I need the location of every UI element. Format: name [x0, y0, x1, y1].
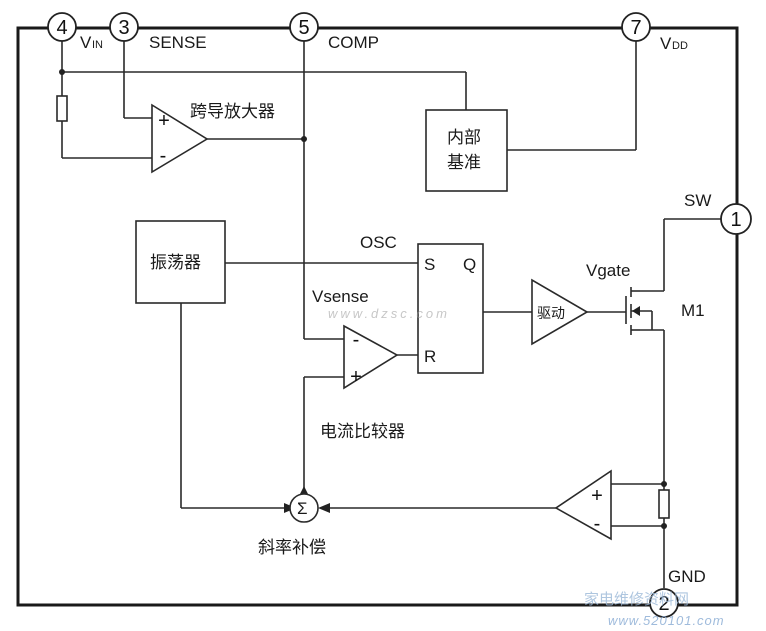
vgate-label: Vgate	[586, 261, 630, 280]
slope-compensation-label: 斜率补偿	[258, 538, 326, 558]
comparator-minus: -	[353, 329, 360, 351]
gm-amp-label: 跨导放大器	[190, 102, 275, 122]
sense-amp-minus: -	[594, 513, 601, 535]
svg-text:2: 2	[658, 593, 669, 615]
wires	[61, 41, 721, 588]
sense-label: SENSE	[149, 33, 207, 52]
watermark-center: www.dzsc.com	[328, 306, 450, 321]
comp-label: COMP	[328, 33, 379, 52]
reference-label-line1: 内部	[447, 128, 481, 148]
driver-label: 驱动	[537, 306, 565, 322]
transconductance-amp	[151, 103, 209, 174]
summer-symbol: Σ	[297, 499, 308, 518]
pin-gnd: 2	[649, 588, 679, 618]
pin-vin: 4	[47, 12, 77, 42]
watermark-site-url: www.520101.com	[608, 613, 725, 628]
oscillator-label: 振荡器	[150, 253, 201, 273]
junction-comp	[301, 136, 307, 142]
gm-amp-plus: +	[158, 110, 170, 132]
svg-text:1: 1	[730, 209, 741, 231]
svg-text:7: 7	[630, 17, 641, 39]
oscillator-box	[135, 220, 226, 304]
pin-sense: 3	[109, 12, 139, 42]
gm-amp-minus: -	[160, 145, 167, 167]
comparator-plus: +	[350, 366, 362, 388]
summer-arrow-right	[318, 503, 330, 513]
comparator-label: 电流比较器	[320, 422, 405, 442]
junction-source-top	[661, 481, 667, 487]
pin-sw: 1	[720, 203, 752, 235]
osc-signal-label: OSC	[360, 233, 397, 252]
junction-vin	[59, 69, 65, 75]
pin-vdd: 7	[621, 12, 651, 42]
sense-resistor	[658, 489, 670, 519]
flipflop-s: S	[424, 255, 435, 274]
sw-label: SW	[684, 191, 711, 210]
chip-outline	[16, 26, 739, 607]
vdd-label-sub: DD	[672, 40, 688, 52]
vsense-label: Vsense	[312, 287, 369, 306]
current-sense-amp	[554, 469, 612, 541]
current-comparator	[343, 324, 399, 390]
sr-flipflop	[417, 243, 484, 374]
vin-label: V	[80, 33, 92, 52]
svg-text:4: 4	[56, 17, 67, 39]
summing-node	[289, 493, 319, 523]
internal-reference-box	[425, 109, 508, 192]
flipflop-q: Q	[463, 255, 476, 274]
reference-label-line2: 基准	[447, 153, 481, 173]
pin-comp: 5	[289, 12, 319, 42]
m1-label: M1	[681, 301, 705, 320]
gnd-label: GND	[668, 567, 706, 586]
svg-text:5: 5	[298, 17, 309, 39]
vin-label-sub: IN	[92, 39, 103, 51]
svg-text:3: 3	[118, 17, 129, 39]
input-resistor	[56, 95, 68, 122]
mosfet-m1	[625, 287, 653, 335]
junction-source-bottom	[661, 523, 667, 529]
watermark-site-cn: 家电维修资料网	[584, 590, 689, 608]
sense-amp-plus: +	[591, 485, 603, 507]
driver-buffer	[531, 278, 589, 346]
vdd-label: V	[660, 34, 672, 53]
flipflop-r: R	[424, 347, 436, 366]
